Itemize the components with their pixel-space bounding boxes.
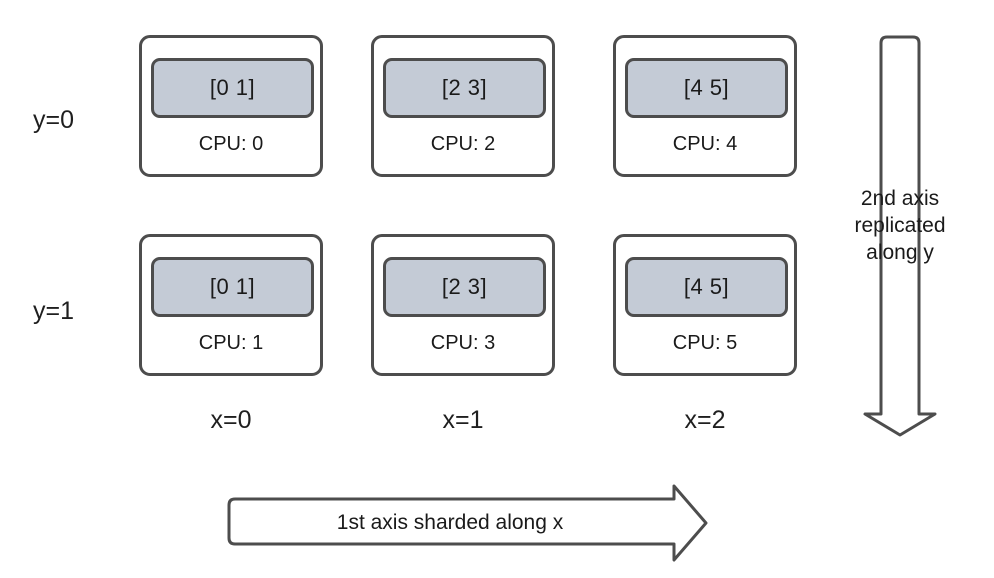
horizontal-arrow-shape <box>227 484 708 562</box>
shard-label: [0 1] <box>209 75 256 100</box>
col-label-x1: x=1 <box>442 406 484 434</box>
device-card-cpu-3[interactable]: [2 3] CPU: 3 <box>371 234 555 376</box>
cpu-label: CPU: 2 <box>430 133 496 155</box>
shard-label: [2 3] <box>441 75 488 100</box>
vertical-arrow-replicated-along-y <box>863 35 937 437</box>
row-label-y1: y=1 <box>33 297 75 325</box>
shard-chip: [0 1] <box>151 257 314 317</box>
shard-label: [4 5] <box>683 274 730 299</box>
shard-label: [4 5] <box>683 75 730 100</box>
horizontal-arrow-sharded-along-x <box>227 484 708 562</box>
shard-chip: [2 3] <box>383 257 546 317</box>
device-card-cpu-4[interactable]: [4 5] CPU: 4 <box>613 35 797 177</box>
shard-chip: [4 5] <box>625 257 788 317</box>
shard-chip: [0 1] <box>151 58 314 118</box>
device-card-cpu-0[interactable]: [0 1] CPU: 0 <box>139 35 323 177</box>
cpu-label: CPU: 5 <box>672 332 738 354</box>
cpu-label: CPU: 4 <box>672 133 738 155</box>
horizontal-arrow-label: 1st axis sharded along x <box>336 511 564 534</box>
device-card-cpu-1[interactable]: [0 1] CPU: 1 <box>139 234 323 376</box>
cpu-label: CPU: 1 <box>198 332 264 354</box>
vertical-arrow-label: 2nd axis replicated along y <box>854 187 946 264</box>
vertical-arrow-shape <box>863 35 937 437</box>
shard-label: [2 3] <box>441 274 488 299</box>
cpu-label: CPU: 3 <box>430 332 496 354</box>
col-label-x0: x=0 <box>210 406 252 434</box>
col-label-x2: x=2 <box>684 406 726 434</box>
device-card-cpu-2[interactable]: [2 3] CPU: 2 <box>371 35 555 177</box>
shard-chip: [2 3] <box>383 58 546 118</box>
shard-label: [0 1] <box>209 274 256 299</box>
cpu-label: CPU: 0 <box>198 133 264 155</box>
row-label-y0: y=0 <box>33 106 75 134</box>
device-card-cpu-5[interactable]: [4 5] CPU: 5 <box>613 234 797 376</box>
shard-chip: [4 5] <box>625 58 788 118</box>
